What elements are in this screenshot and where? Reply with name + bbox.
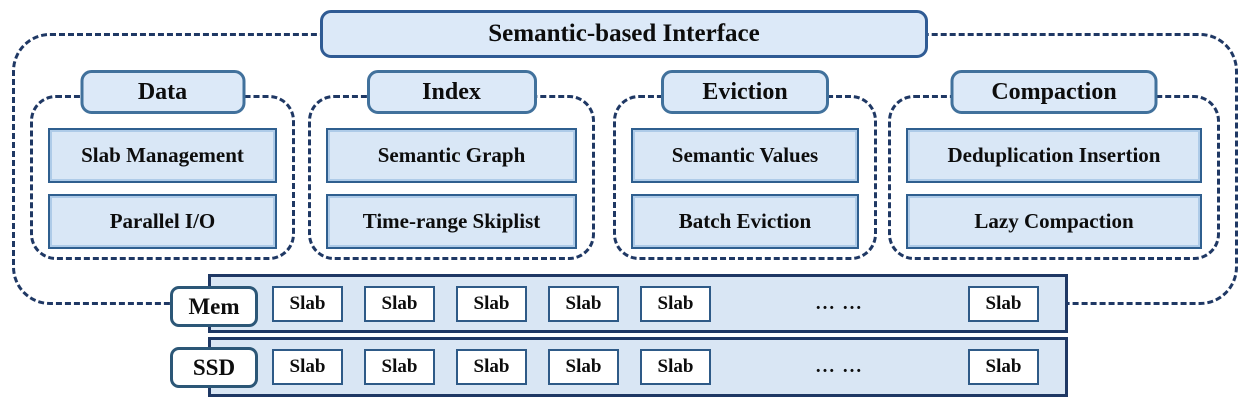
box-parallel-io-label: Parallel I/O: [109, 209, 216, 233]
box-deduplication-insertion-label: Deduplication Insertion: [947, 143, 1161, 167]
slab-label: Slab: [289, 356, 326, 377]
ssd-tier-label-box: SSD: [170, 347, 258, 388]
column-header-data: Data: [80, 70, 245, 114]
slab-label: Slab: [657, 292, 694, 314]
slab-box: Slab: [548, 349, 619, 385]
box-parallel-io: Parallel I/O: [48, 194, 277, 249]
mem-slab-row: Slab Slab Slab Slab Slab ... ... Slab: [211, 277, 1065, 330]
slab-box: Slab: [272, 349, 343, 385]
slab-label: Slab: [657, 356, 694, 377]
column-header-data-label: Data: [137, 78, 188, 105]
ssd-tier-label: SSD: [192, 354, 236, 380]
box-semantic-values-label: Semantic Values: [671, 143, 819, 167]
slab-box: Slab: [456, 349, 527, 385]
slab-label: Slab: [473, 292, 510, 314]
column-header-eviction-label: Eviction: [702, 78, 788, 105]
box-semantic-graph-label: Semantic Graph: [377, 143, 526, 167]
slab-box: Slab: [364, 349, 435, 385]
box-semantic-values: Semantic Values: [631, 128, 859, 183]
slab-box: Slab: [968, 285, 1039, 322]
slab-box: Slab: [364, 285, 435, 322]
box-time-range-skiplist-label: Time-range Skiplist: [362, 209, 541, 233]
box-semantic-graph: Semantic Graph: [326, 128, 577, 183]
slab-label: Slab: [985, 292, 1022, 314]
slab-box: Slab: [456, 285, 527, 322]
box-slab-management-label: Slab Management: [81, 143, 244, 167]
slab-label: Slab: [473, 356, 510, 377]
semantic-interface-title-box: Semantic-based Interface: [320, 10, 928, 58]
slab-ellipsis: ... ...: [815, 292, 864, 314]
column-header-eviction: Eviction: [661, 70, 829, 114]
ssd-slab-band: Slab Slab Slab Slab Slab ... ... Slab: [208, 337, 1068, 397]
box-batch-eviction: Batch Eviction: [631, 194, 859, 249]
ssd-slab-row: Slab Slab Slab Slab Slab ... ... Slab: [211, 340, 1065, 394]
box-time-range-skiplist: Time-range Skiplist: [326, 194, 577, 249]
semantic-interface-title: Semantic-based Interface: [488, 20, 760, 47]
slab-label: Slab: [985, 356, 1022, 377]
slab-box: Slab: [640, 349, 711, 385]
box-lazy-compaction-label: Lazy Compaction: [974, 209, 1134, 233]
slab-label: Slab: [565, 356, 602, 377]
slab-ellipsis: ... ...: [815, 356, 864, 377]
slab-label: Slab: [565, 292, 602, 314]
column-header-compaction: Compaction: [950, 70, 1158, 114]
column-group-data: Data Slab Management Parallel I/O: [30, 70, 295, 260]
column-group-compaction: Compaction Deduplication Insertion Lazy …: [888, 70, 1220, 260]
column-header-index-label: Index: [422, 78, 481, 105]
slab-box: Slab: [548, 285, 619, 322]
slab-box: Slab: [272, 285, 343, 322]
slab-label: Slab: [381, 292, 418, 314]
slab-box: Slab: [640, 285, 711, 322]
column-header-compaction-label: Compaction: [991, 78, 1117, 105]
column-group-index: Index Semantic Graph Time-range Skiplist: [308, 70, 595, 260]
mem-tier-label: Mem: [188, 293, 240, 319]
slab-label: Slab: [289, 292, 326, 314]
box-batch-eviction-label: Batch Eviction: [678, 209, 812, 233]
box-slab-management: Slab Management: [48, 128, 277, 183]
slab-label: Slab: [381, 356, 418, 377]
box-lazy-compaction: Lazy Compaction: [906, 194, 1202, 249]
mem-tier-label-box: Mem: [170, 286, 258, 327]
column-group-eviction: Eviction Semantic Values Batch Eviction: [613, 70, 877, 260]
mem-slab-band: Slab Slab Slab Slab Slab ... ... Slab: [208, 274, 1068, 333]
slab-box: Slab: [968, 349, 1039, 385]
box-deduplication-insertion: Deduplication Insertion: [906, 128, 1202, 183]
column-header-index: Index: [366, 70, 537, 114]
